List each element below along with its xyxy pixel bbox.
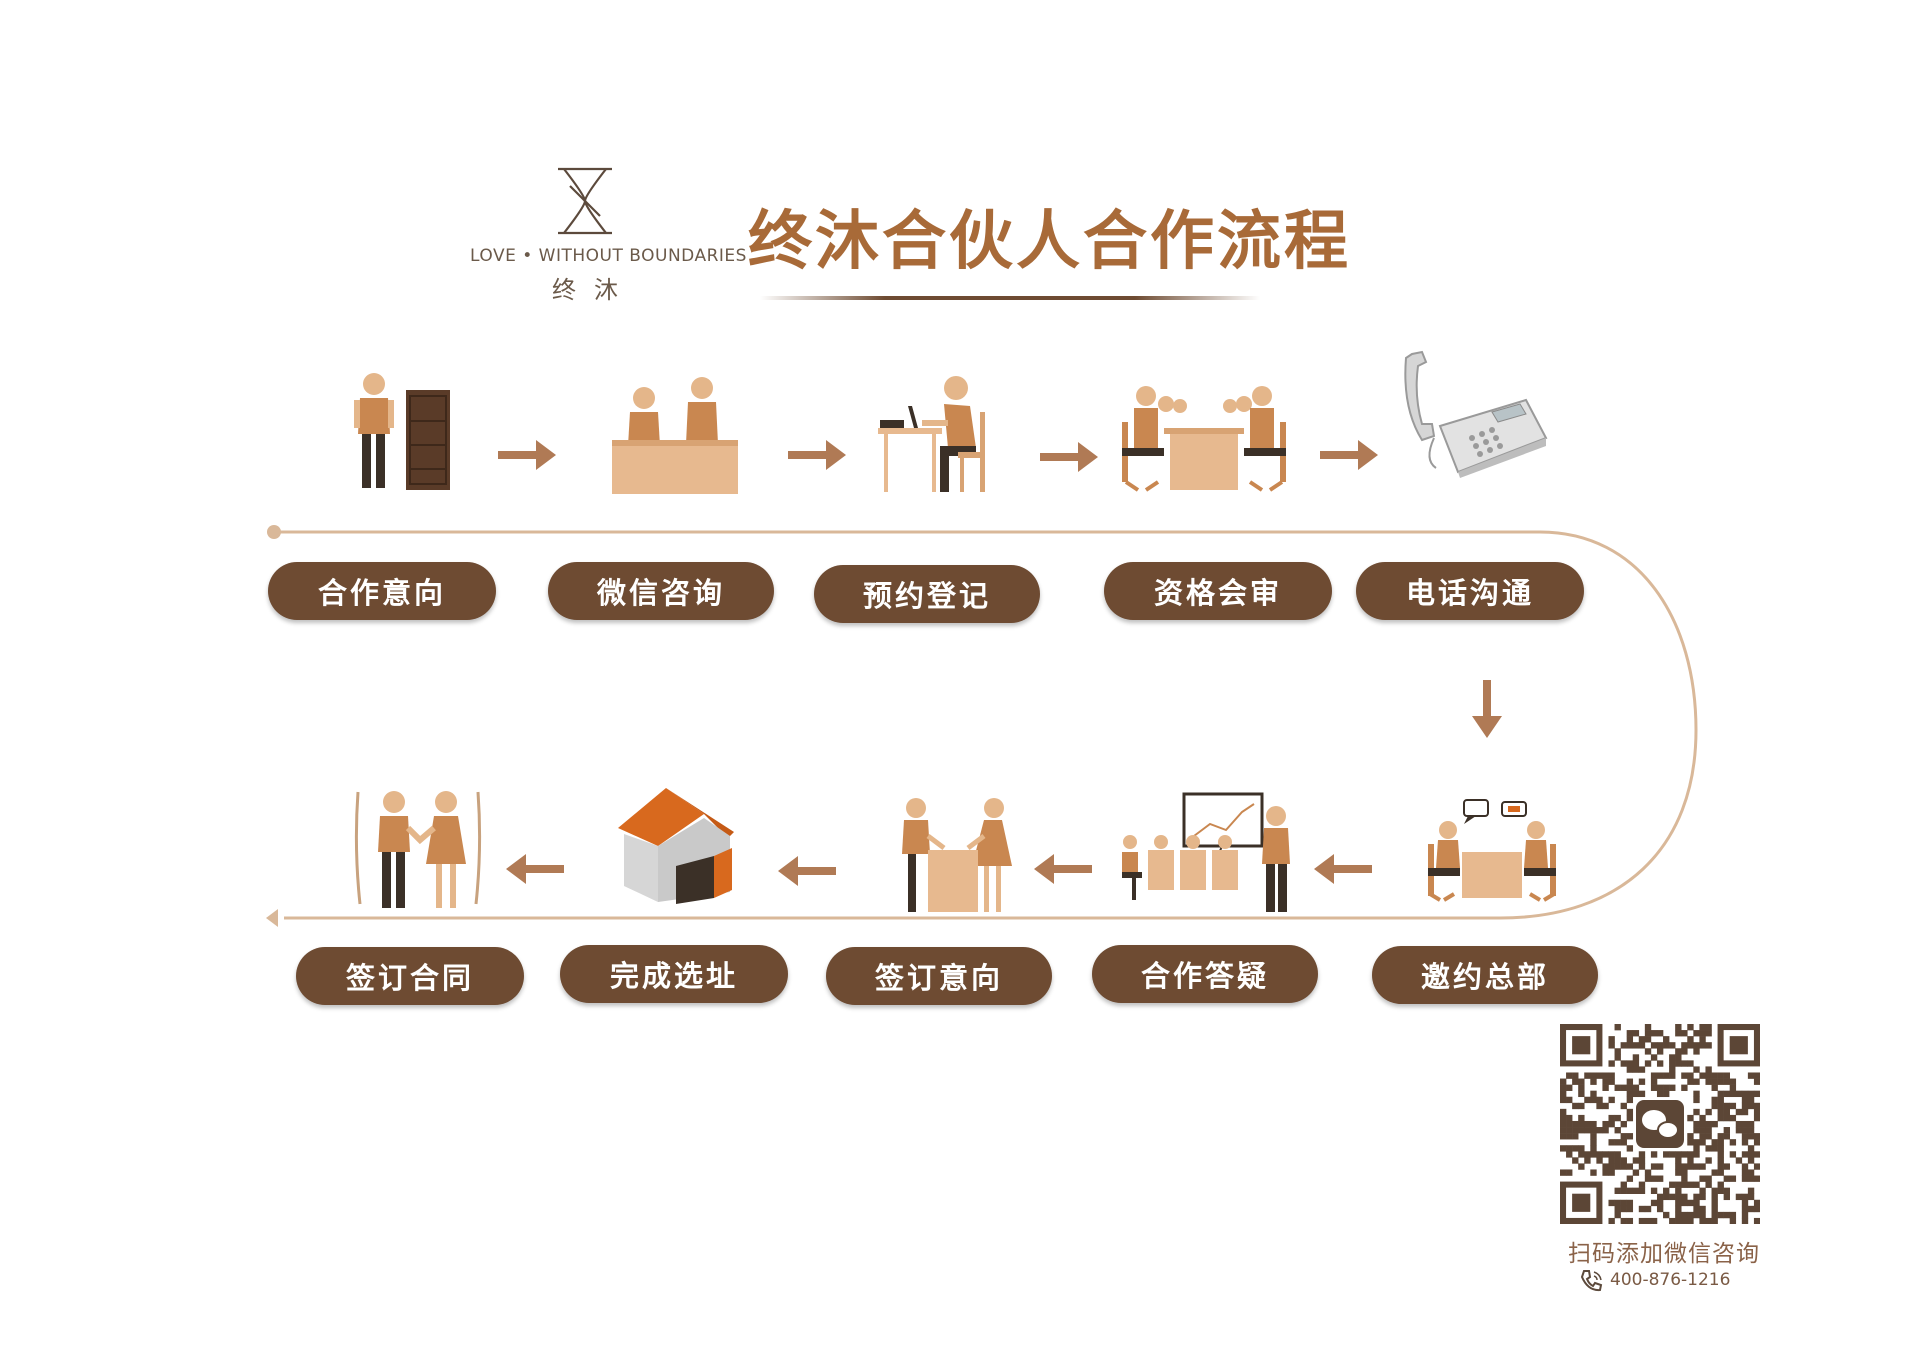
qr-finder-pattern (1560, 1024, 1603, 1067)
telephone-icon (1404, 350, 1548, 478)
person-with-door-icon (354, 373, 450, 490)
arrow-left-icon (1314, 854, 1372, 884)
step-pill-3: 预约登记 (814, 565, 1040, 623)
phone-icon (1580, 1270, 1603, 1292)
flow-end-arrow (266, 909, 278, 927)
meeting-table-icon (1122, 386, 1286, 492)
step-pill-1: 合作意向 (268, 562, 496, 620)
qr-finder-pattern (1560, 1181, 1603, 1224)
page-title: 终沐合伙人合作流程 (748, 205, 1351, 279)
brand-name-cn: 终沐 (552, 276, 636, 304)
step-pill-7: 合作答疑 (1092, 945, 1318, 1003)
person-at-laptop-icon (878, 376, 985, 492)
step-pill-4: 资格会审 (1104, 562, 1332, 620)
table-discussion-icon (1428, 799, 1556, 902)
couple-handshake-icon (354, 791, 482, 908)
title-underline (760, 296, 1260, 300)
shop-building-icon (618, 788, 734, 904)
step-pill-8: 签订意向 (826, 947, 1052, 1005)
flow-start-dot (267, 525, 281, 539)
arrow-left-icon (778, 856, 836, 886)
arrow-right-icon (1040, 442, 1098, 472)
wechat-logo-icon (1636, 1100, 1684, 1148)
consultation-desk-icon (612, 377, 738, 494)
arrow-left-icon (506, 854, 564, 884)
phone-number[interactable]: 400-876-1216 (1610, 1270, 1731, 1290)
step-pill-5: 电话沟通 (1356, 562, 1584, 620)
arrow-left-icon (1034, 854, 1092, 884)
step-pill-2: 微信咨询 (548, 562, 774, 620)
step-pill-9: 完成选址 (560, 945, 788, 1003)
qr-caption: 扫码添加微信咨询 (1568, 1241, 1760, 1267)
two-people-signing-icon (902, 798, 1012, 912)
arrow-right-icon (1320, 440, 1378, 470)
presentation-board-icon (1122, 792, 1290, 912)
step-pill-6: 邀约总部 (1372, 946, 1598, 1004)
arrow-right-icon (788, 440, 846, 470)
qr-finder-pattern (1717, 1024, 1760, 1067)
arrow-right-icon (498, 440, 556, 470)
arrow-down-icon (1472, 680, 1502, 738)
hourglass-logo-icon (558, 167, 612, 235)
brand-tagline: LOVE • WITHOUT BOUNDARIES (470, 246, 747, 266)
wechat-qr-code[interactable] (1560, 1024, 1760, 1224)
step-pill-10: 签订合同 (296, 947, 524, 1005)
